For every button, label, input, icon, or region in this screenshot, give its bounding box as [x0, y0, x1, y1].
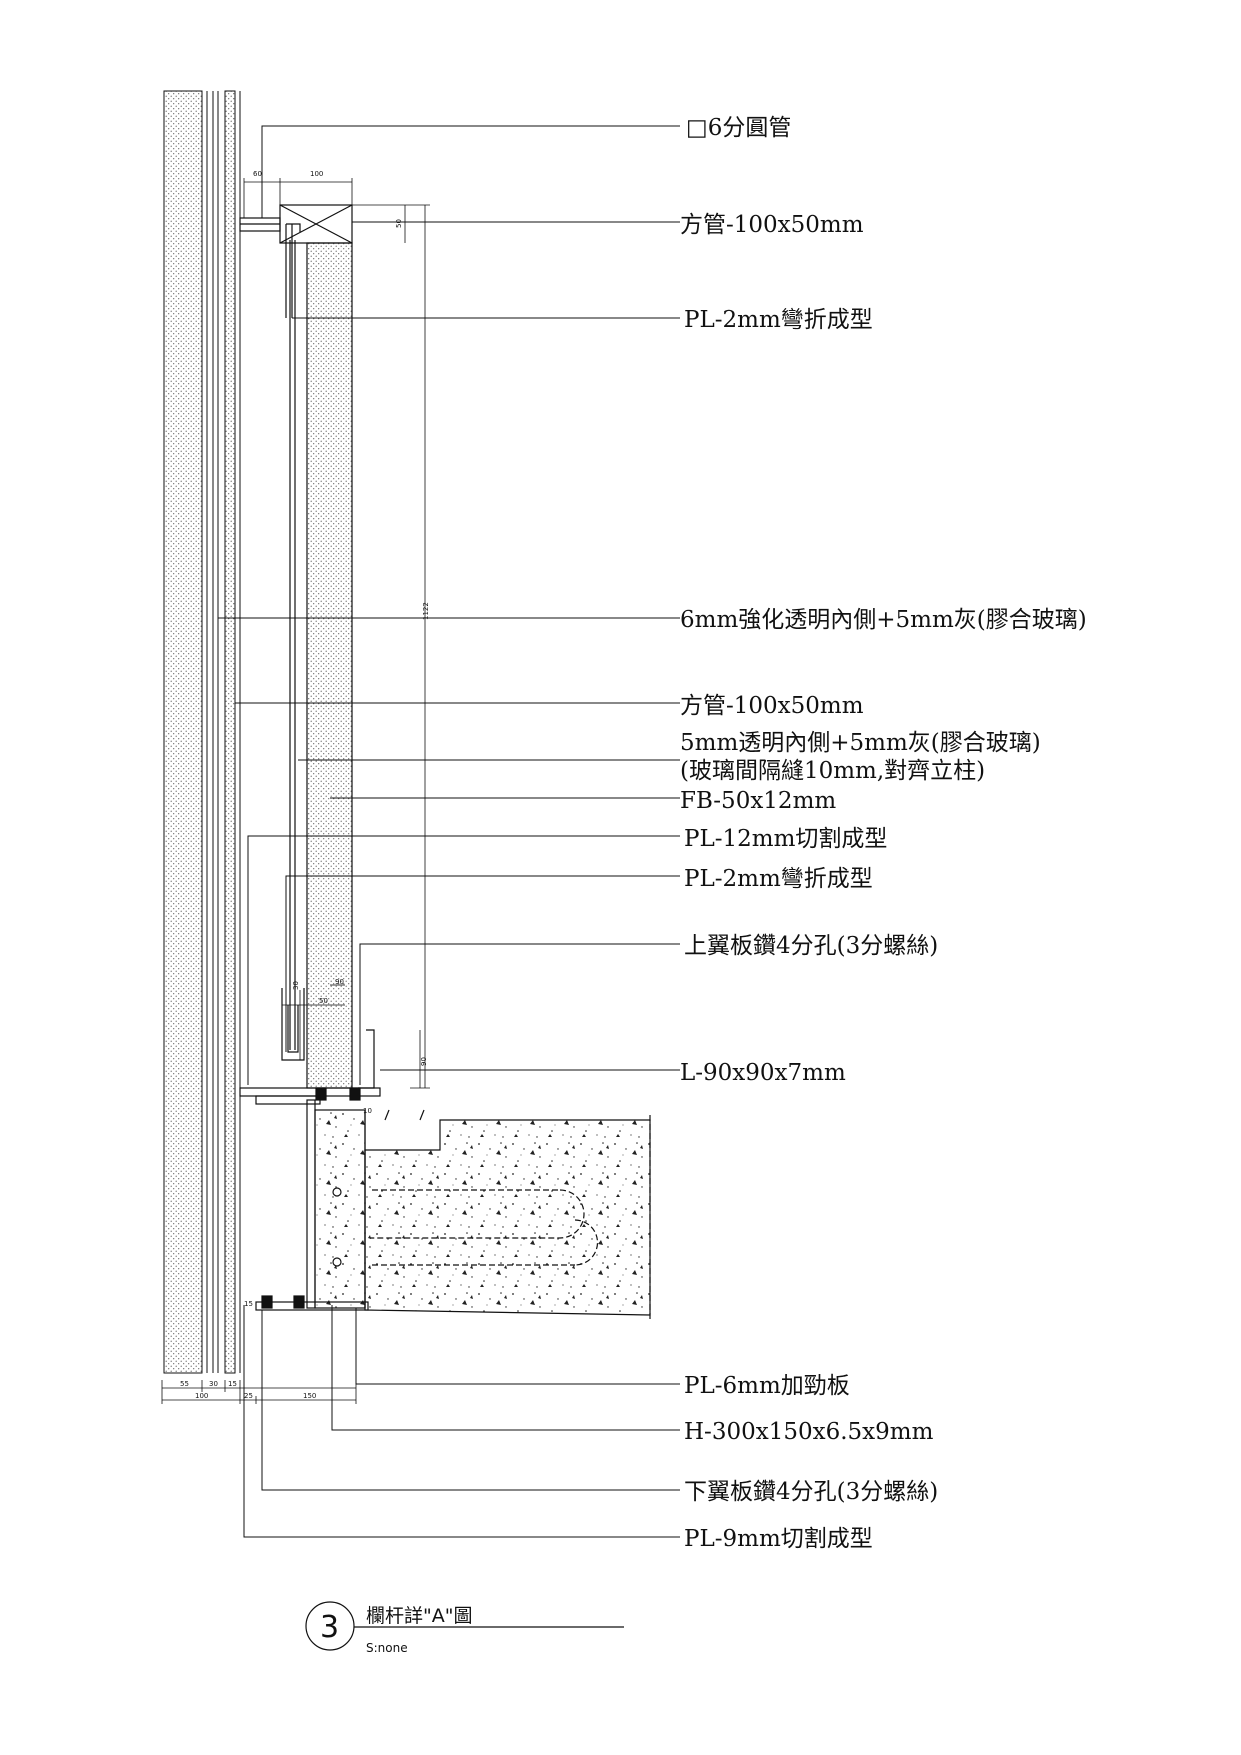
dim-b100: 100 — [195, 1392, 208, 1400]
callout-bent-plate-top: PL-2mm彎折成型 — [684, 307, 873, 333]
callout-flat-bar: FB-50x12mm — [680, 788, 836, 814]
callout-glass-5mm: 5mm透明內側+5mm灰(膠合玻璃) — [680, 730, 1041, 756]
detail-scale: S:none — [366, 1641, 408, 1655]
vertical-post — [306, 242, 353, 1089]
railing-assembly — [239, 204, 381, 1105]
dim-b55: 55 — [180, 1380, 189, 1388]
callout-labels: □6分圓管 方管-100x50mm PL-2mm彎折成型 6mm強化透明內側+5… — [680, 115, 1087, 1552]
dim-10: 10 — [363, 1107, 372, 1115]
h-beam-section — [255, 1099, 369, 1311]
callout-pl9: PL-9mm切割成型 — [684, 1526, 873, 1552]
callout-pl12: PL-12mm切割成型 — [684, 826, 887, 852]
callout-round-tube: □6分圓管 — [686, 115, 791, 141]
callout-h-beam: H-300x150x6.5x9mm — [684, 1419, 934, 1445]
callout-glass-gap: (玻璃間隔縫10mm,對齊立柱) — [680, 758, 985, 784]
dim-1122: 1122 — [422, 602, 430, 620]
dim-b30: 30 — [209, 1380, 218, 1388]
callout-top-flange-holes: 上翼板鑽4分孔(3分螺絲) — [684, 933, 938, 959]
dim-b150: 150 — [303, 1392, 316, 1400]
callout-bottom-flange-holes: 下翼板鑽4分孔(3分螺絲) — [684, 1479, 938, 1505]
detail-number: 3 — [320, 1610, 339, 1645]
leader-lines — [218, 125, 680, 1538]
dim-60: 60 — [253, 170, 262, 178]
callout-bent-plate-bottom: PL-2mm彎折成型 — [684, 866, 873, 892]
dimension-texts: 60 100 50 1122 30 90 50 90 10 15 55 30 1… — [180, 170, 430, 1400]
callout-top-square-tube: 方管-100x50mm — [680, 212, 864, 238]
dim-50b: 50 — [319, 997, 328, 1005]
dim-50: 50 — [395, 219, 403, 228]
dim-15s: 15 — [244, 1300, 253, 1308]
callout-square-tube: 方管-100x50mm — [680, 693, 864, 719]
dim-90a: 90 — [335, 978, 344, 986]
callout-stiffener: PL-6mm加勁板 — [684, 1373, 850, 1399]
title-block: 3 欄杆詳"A"圖 S:none — [305, 1601, 624, 1655]
concrete-slab — [332, 1109, 651, 1320]
dim-b15: 15 — [228, 1380, 237, 1388]
dimension-lines — [161, 178, 430, 1404]
dim-100: 100 — [310, 170, 323, 178]
dim-90b: 90 — [420, 1057, 428, 1066]
wall-section — [163, 90, 241, 1374]
dim-30: 30 — [292, 981, 300, 990]
detail-title: 欄杆詳"A"圖 — [366, 1605, 472, 1627]
callout-angle: L-90x90x7mm — [680, 1060, 846, 1086]
callout-glass-6mm: 6mm強化透明內側+5mm灰(膠合玻璃) — [680, 607, 1087, 633]
dim-b25: 25 — [244, 1392, 253, 1400]
